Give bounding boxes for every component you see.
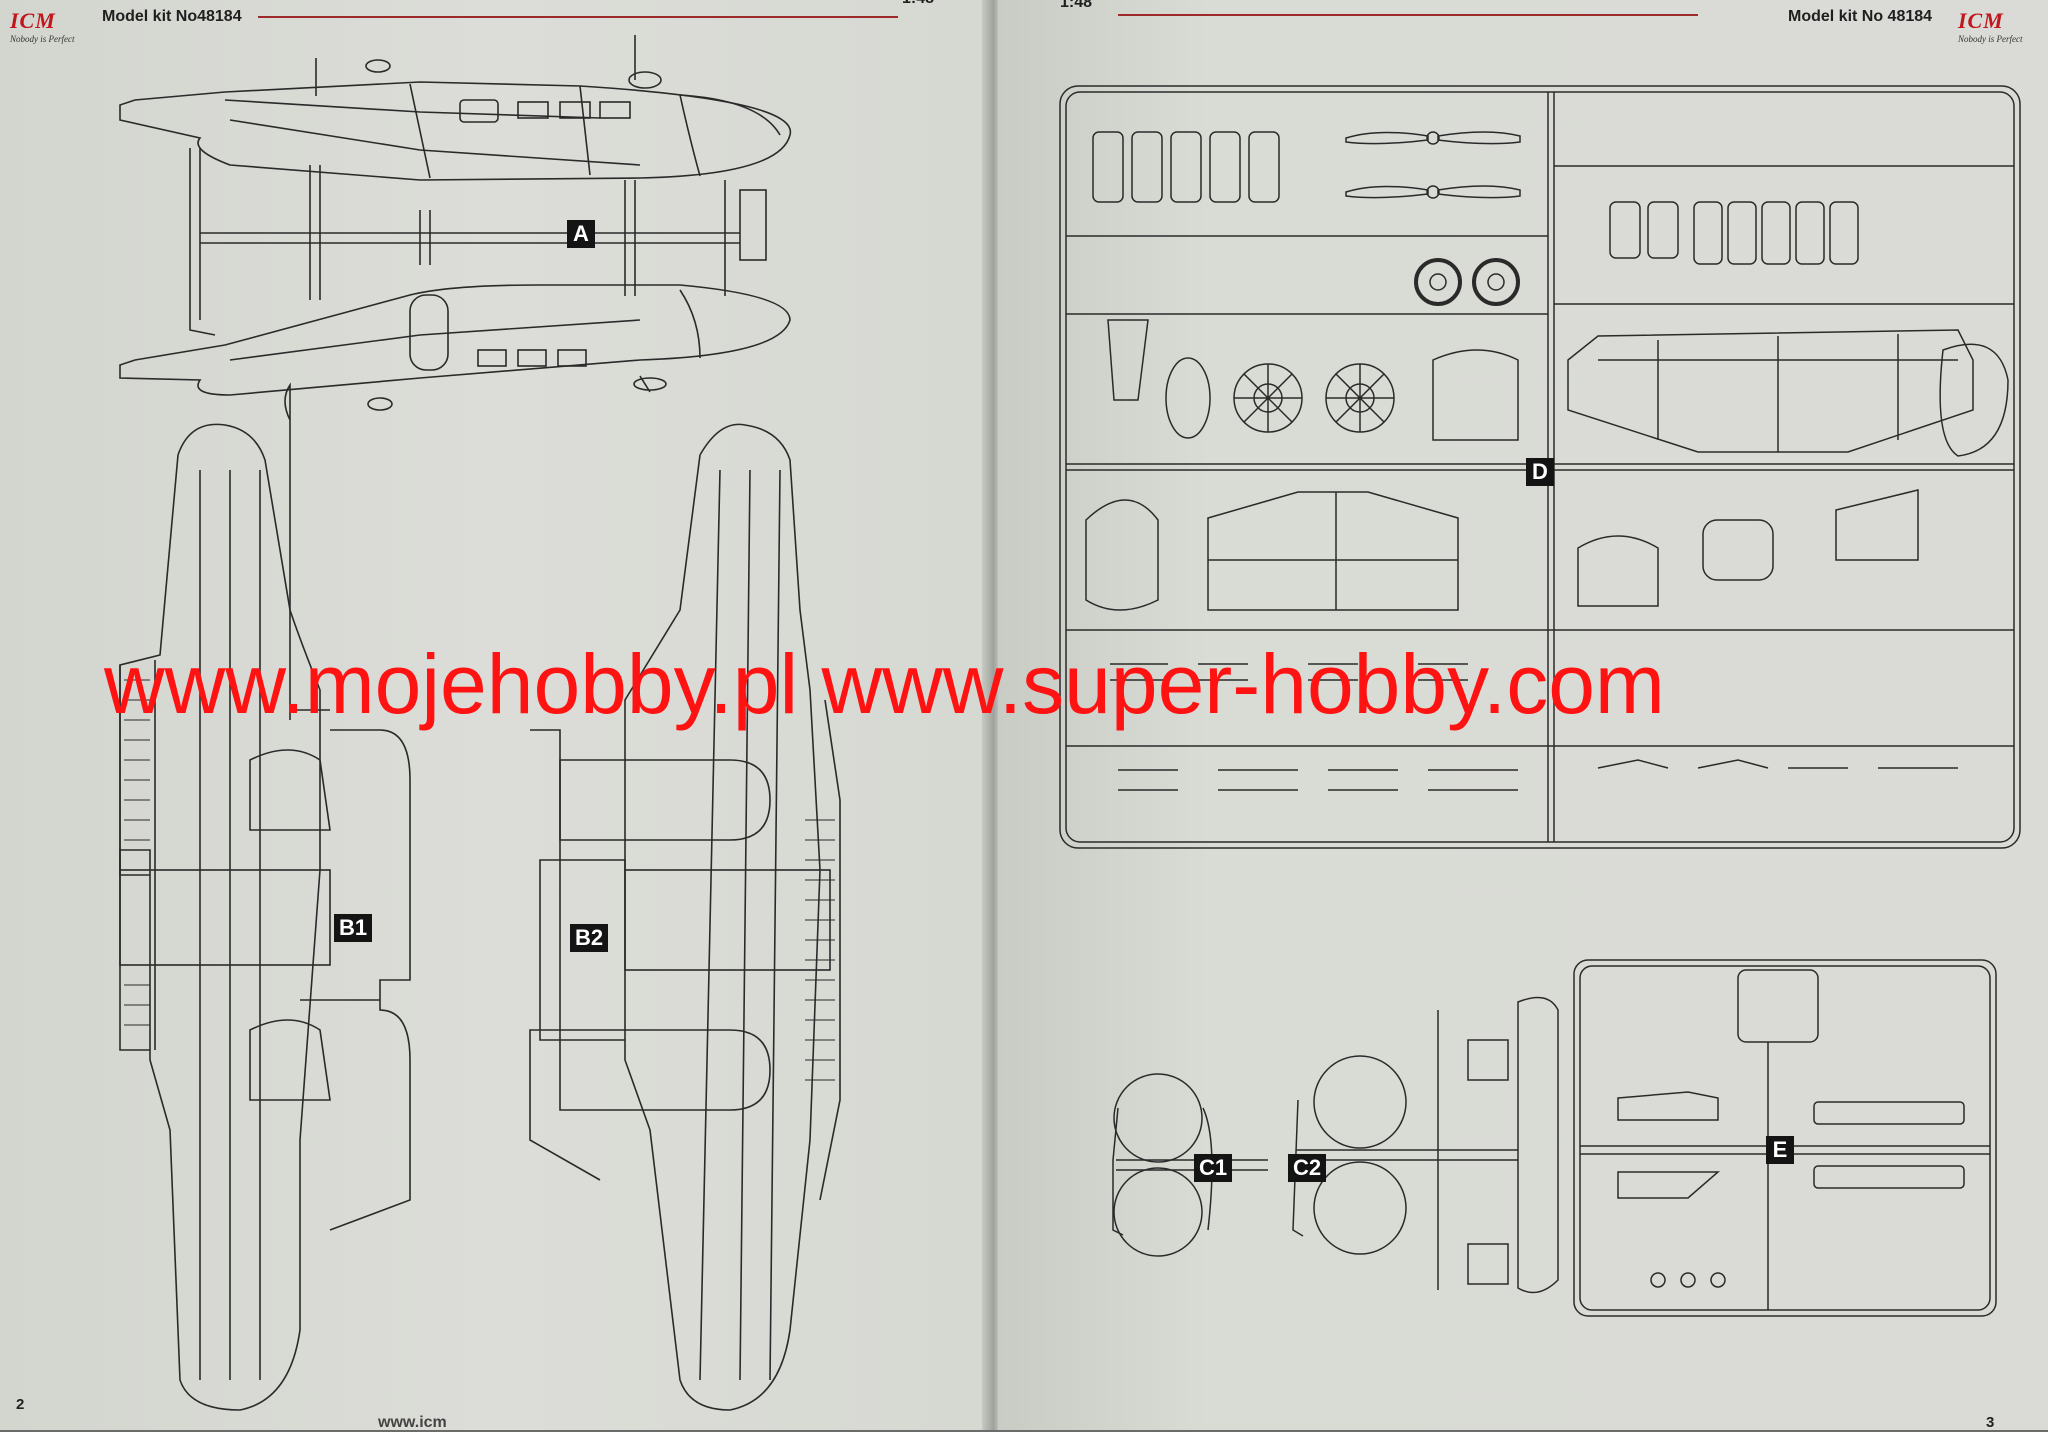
sprue-label-b2: B2: [570, 924, 609, 952]
footer-url: www.icm: [378, 1414, 447, 1431]
scale-label: 1:48: [902, 0, 934, 8]
sprue-drawing-left: [119, 35, 841, 1411]
sprue-label-e: E: [1766, 1136, 1794, 1164]
sprue-label-c2: C2: [1288, 1154, 1327, 1182]
radial-engine-parts: [1165, 349, 1519, 441]
fuselage-half-lower: [119, 284, 791, 411]
left-page: ICM Nobody is Perfect Model kit No48184 …: [0, 0, 990, 1431]
propeller-parts: [1345, 131, 1521, 199]
wing-b2: [529, 423, 841, 1411]
cabin-floor-parts: [1085, 329, 2009, 611]
fuselage-half-upper: [119, 35, 792, 181]
sprue-frame-d: [1059, 85, 2021, 849]
header-title: Model kit No 48184: [1788, 8, 1933, 25]
sprue-label-d: D: [1526, 458, 1554, 486]
wing-b1: [119, 382, 411, 1411]
page-number: 2: [16, 1396, 25, 1413]
sprue-frame-a: [189, 148, 767, 336]
small-detail-parts: [1107, 319, 1958, 791]
page-number: 3: [1986, 1414, 1995, 1431]
icm-logo: ICM Nobody is Perfect: [1958, 8, 2023, 44]
seat-parts: [1092, 131, 1859, 265]
icm-logo: ICM Nobody is Perfect: [10, 8, 75, 44]
right-page: 1:48 Model kit No 48184 ICM Nobody is Pe…: [998, 0, 2048, 1431]
header-rule: [1118, 14, 1698, 16]
wheel-parts: [1414, 258, 1520, 306]
sprue-drawing-right: [1059, 85, 2021, 1317]
sprue-label-a: A: [567, 220, 595, 248]
sprue-label-b1: B1: [334, 914, 373, 942]
sprue-frame-c2: [1292, 996, 1559, 1294]
scale-label: 1:48: [1060, 0, 1093, 11]
sprue-label-c1: C1: [1194, 1154, 1233, 1182]
header-rule: [258, 16, 898, 18]
sprue-frame-c1: [1112, 1073, 1268, 1257]
watermark-text: www.mojehobby.pl www.super-hobby.com: [104, 637, 1665, 731]
header-title: Model kit No48184: [102, 8, 242, 25]
